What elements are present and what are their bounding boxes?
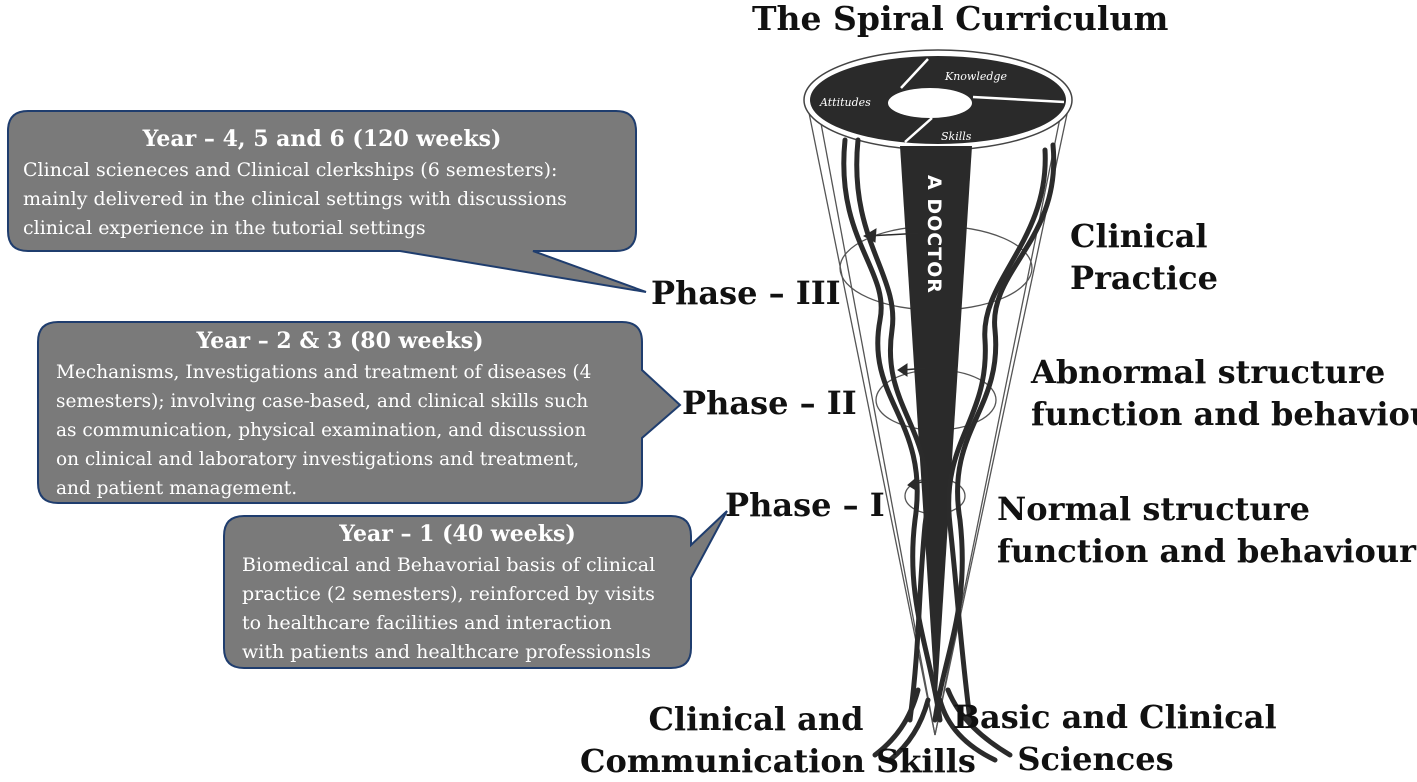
callout-year1-line: to healthcare facilities and interaction <box>242 611 612 634</box>
callout-year1-bubble <box>223 510 728 669</box>
spiral-strands <box>841 137 1057 723</box>
phase-ii-label: Phase – II <box>682 384 857 422</box>
label-clinical-comm-line2: Communication Skills <box>580 741 976 780</box>
callout-year456: Year – 4, 5 and 6 (120 weeks) Clincal sc… <box>10 126 634 243</box>
callout-year23-line: Mechanisms, Investigations and treatment… <box>56 361 592 383</box>
label-abnormal-structure: Abnormal structure function and behaviou… <box>1031 352 1417 435</box>
callout-year23-line: on clinical and laboratory investigation… <box>56 448 580 470</box>
callout-year456-bubble <box>7 110 647 293</box>
segment-skills: Skills <box>941 130 972 143</box>
callout-year1-line: practice (2 semesters), reinforced by vi… <box>242 582 655 605</box>
callout-year1-line: Biomedical and Behavorial basis of clini… <box>242 553 656 576</box>
label-normal-structure: Normal structure function and behaviour <box>997 489 1416 572</box>
callout-year23: Year – 2 & 3 (80 weeks) Mechanisms, Inve… <box>40 328 640 503</box>
label-abnormal-line2: function and behaviour <box>1031 394 1417 433</box>
callout-year23-line: as communication, physical examination, … <box>56 419 587 441</box>
segment-knowledge: Knowledge <box>944 70 1007 83</box>
label-basic-sciences-line2: Sciences <box>1017 739 1174 778</box>
callout-year1-line: with patients and healthcare professions… <box>242 640 652 663</box>
cone-roots <box>872 687 1013 763</box>
label-basic-sciences-line1: Basic and Clinical <box>953 698 1277 736</box>
label-clinical-comm-line1: Clinical and <box>648 700 864 738</box>
phase-iii-label: Phase – III <box>651 274 841 312</box>
callout-year456-line: mainly delivered in the clinical setting… <box>23 187 567 210</box>
diagram-title: The Spiral Curriculum <box>752 0 1169 38</box>
callout-year23-line: and patient management. <box>56 477 298 499</box>
label-clinical-communication-skills: Clinical and Communication Skills <box>580 699 976 782</box>
label-normal-line1: Normal structure <box>997 490 1311 528</box>
callout-year23-line: semesters); involving case-based, and cl… <box>56 390 589 412</box>
label-basic-clinical-sciences: Basic and Clinical Sciences <box>953 697 1277 780</box>
cone-center-wedge <box>900 146 972 710</box>
callout-year1-title: Year – 1 (40 weeks) <box>339 521 576 547</box>
cone-top-ring <box>803 49 1073 151</box>
label-clinical-practice-line2: Practice <box>1070 258 1218 297</box>
label-clinical-practice: Clinical Practice <box>1070 216 1218 299</box>
callout-year456-title: Year – 4, 5 and 6 (120 weeks) <box>142 126 502 152</box>
label-abnormal-line1: Abnormal structure <box>1031 353 1386 391</box>
label-normal-line2: function and behaviour <box>997 531 1416 570</box>
callout-year23-body: Mechanisms, Investigations and treatment… <box>40 358 640 503</box>
ring-arrows <box>862 228 941 491</box>
segment-attitudes: Attitudes <box>819 96 871 109</box>
callout-year23-bubble <box>37 321 682 504</box>
callout-year1-body: Biomedical and Behavorial basis of clini… <box>226 551 689 667</box>
callout-year456-body: Clincal scieneces and Clinical clerkship… <box>10 156 634 243</box>
label-clinical-practice-line1: Clinical <box>1070 217 1208 255</box>
phase-i-label: Phase – I <box>725 486 885 524</box>
center-label-a-doctor: A DOCTOR <box>923 175 945 294</box>
callout-year1: Year – 1 (40 weeks) Biomedical and Behav… <box>226 521 689 667</box>
callout-year23-title: Year – 2 & 3 (80 weeks) <box>196 328 484 354</box>
callout-year456-line: Clincal scieneces and Clinical clerkship… <box>23 158 558 181</box>
callout-year456-line: clinical experience in the tutorial sett… <box>23 216 426 239</box>
